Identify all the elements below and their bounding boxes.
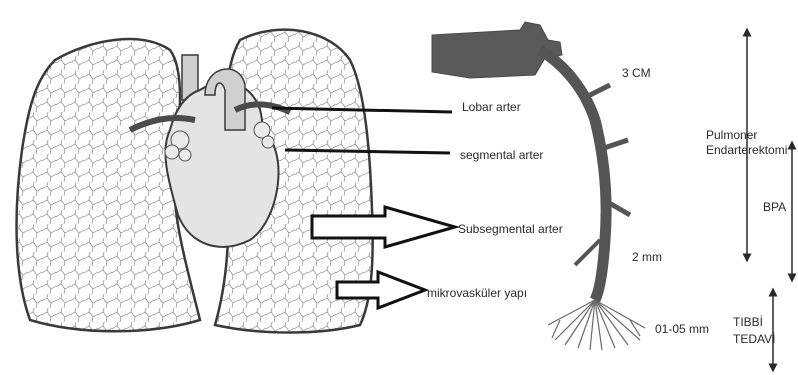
label-lobar-arter: Lobar arter — [462, 100, 521, 114]
pulmonary-artery-tree — [432, 22, 645, 350]
label-size-01-05mm: 01-05 mm — [655, 322, 709, 336]
label-size-3cm: 3 CM — [622, 66, 651, 80]
label-tedavi: TEDAVİ — [733, 332, 775, 346]
label-segmental-arter: segmental arter — [460, 148, 543, 162]
label-mikrovaskuler-yapi: mikrovasküler yapı — [427, 286, 527, 300]
label-bpa: BPA — [763, 200, 786, 214]
label-subsegmental-arter: Subsegmental arter — [458, 222, 563, 236]
label-endarterektomi: Endarterektomi — [706, 143, 787, 157]
label-tibbi: TIBBİ — [733, 315, 763, 329]
label-pulmoner: Pulmoner — [706, 128, 757, 142]
label-size-2mm: 2 mm — [632, 250, 662, 264]
lungs-heart-illustration — [17, 30, 373, 333]
